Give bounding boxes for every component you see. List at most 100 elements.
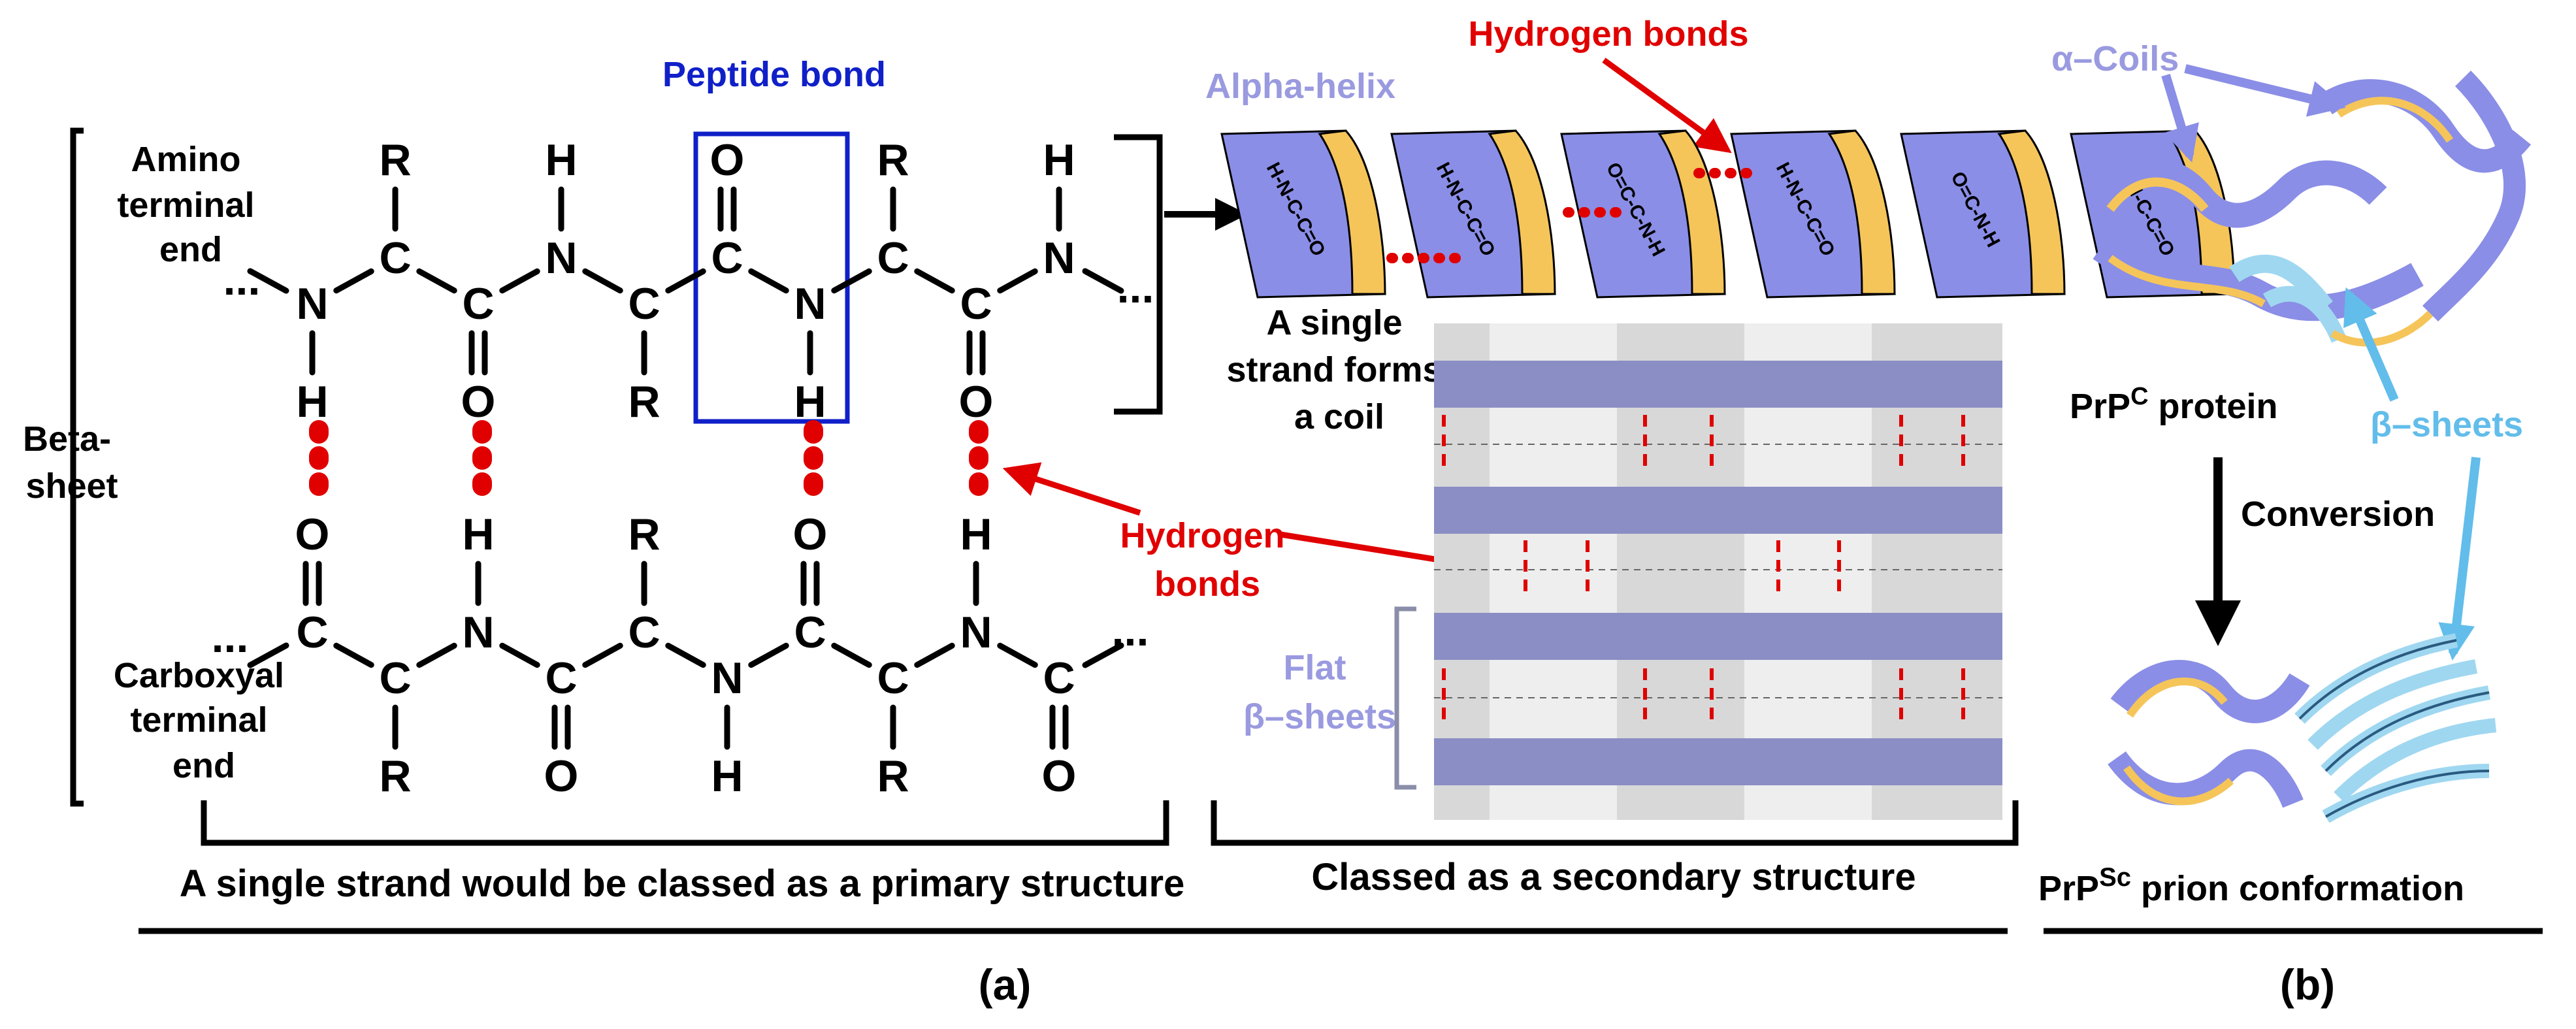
top-strand-substituent: R [379,135,411,185]
beta-strand-band [1434,487,2002,534]
bottom-strand-substituent: O [1042,751,1077,801]
beta-sheets-arrow-top [2343,287,2399,402]
bottom-strand-backbone-bond [416,642,457,668]
panel-a-label: (a) [979,960,1032,1009]
top-strand-atom: C [379,233,411,283]
right-bracket-top [1114,134,1163,415]
beta-strand-band [1434,361,2002,408]
helix-yellow-segment [1827,129,1896,295]
top-strand-atom: C [628,279,660,329]
bottom-strand-atom: C [379,653,411,703]
bottom-strand-stub [1082,642,1124,668]
bottom-strand-substituent: H [462,510,494,559]
bottom-strand-atom: N [711,653,743,703]
top-strand-atom: C [960,279,992,329]
bottom-strand-substituent: O [295,510,330,559]
carboxyl-end-label: Carboxyal terminal end [114,656,294,785]
top-strand-backbone-bond [582,268,623,294]
top-strand-backbone-bond [997,268,1038,294]
bottom-strand-backbone-bond [665,642,706,668]
ellipsis-bottom-right: ... [1112,606,1149,655]
flat-beta-bracket [1394,606,1416,790]
bottom-strand-substituent: H [960,510,992,559]
ellipsis-bottom-left: ... [212,612,249,662]
top-strand-backbone-bond [831,268,872,294]
bottom-strand-atom: C [877,653,909,703]
alpha-coils-arrow-1 [2161,73,2199,163]
hbond-arrow-helix [1602,57,1732,154]
ellipsis-top-right: ... [1117,263,1154,312]
top-strand-substituent: H [296,377,328,427]
top-strand-backbone-bond [499,268,540,294]
top-strand-atom: N [794,279,826,329]
bottom-strand-atom: C [545,653,577,703]
primary-bracket [201,800,1169,846]
top-strand-atom: C [711,233,743,283]
top-strand-atom: N [296,279,328,329]
bottom-strand-substituent: O [793,510,828,559]
bottom-strand-stub [247,642,289,668]
bottom-strand-substituent: R [877,751,909,801]
beta-sheet-label: Beta- sheet [23,419,121,506]
hydrogen-bonds-vertical [309,420,988,516]
top-strand-substituent: O [461,377,496,427]
prpc-label: PrPC protein [2070,383,2278,426]
bottom-strand-atom: C [296,608,328,657]
caption-secondary: Classed as a secondary structure [1311,856,1916,898]
beta-sheets-label: β–sheets [2370,405,2523,444]
top-strand-atom: N [545,233,577,283]
hbond-arrow-chem [1002,462,1141,516]
beta-sheets-arrow-bottom [2438,457,2481,661]
top-strand-atom: C [462,279,494,329]
top-strand-substituent: O [959,377,994,427]
bottom-strand-substituent: R [628,510,660,559]
bottom-strand-backbone-bond [333,642,374,668]
top-strand-stub [247,268,289,294]
bottom-strand-substituent: H [711,751,743,801]
bottom-strand-atom: N [960,608,992,657]
alpha-coils-arrow-2 [2184,64,2346,117]
prion-panel: α–Coils PrPC protein β–sheets Conversion [2038,39,2543,1009]
hydrogen-bonds-top-label: Hydrogen bonds [1469,14,1749,54]
bottom-strand-substituent: R [379,751,411,801]
helix-yellow-segment [1488,129,1556,295]
amino-end-label: Amino terminal end [117,140,264,269]
top-strand-substituent: H [1043,135,1075,185]
top-strand-backbone-bond [333,268,374,294]
left-bracket [70,127,84,807]
top-strand-atom: C [877,233,909,283]
top-strand-backbone-bond [665,268,706,294]
single-strand-coil-label: A single strand forms a coil [1226,303,1452,436]
alpha-coils-label: α–Coils [2051,39,2179,78]
bottom-strand-atom: C [794,608,826,657]
beta-strand-band [1434,613,2002,660]
bottom-strand-atom: C [1043,653,1075,703]
hydrogen-bonds-left-label: Hydrogen bonds [1120,516,1294,604]
top-strand-substituent: H [794,377,826,427]
top-strand-backbone-bond [748,268,789,294]
top-strand-substituent: O [710,135,745,185]
flat-beta-label: Flat β–sheets [1243,648,1396,736]
prpsc-protein-ribbon [2108,633,2497,823]
helix-yellow-segment [1997,129,2066,295]
helix-yellow-segment [1657,129,1726,295]
conversion-label: Conversion [2241,495,2435,534]
alpha-helix-label: Alpha-helix [1205,67,1395,106]
top-strand-backbone-bond [914,268,955,294]
bottom-strand-backbone-bond [997,642,1038,668]
prpsc-label: PrPSc prion conformation [2038,863,2464,908]
top-strand-substituent: H [545,135,577,185]
panel-b-label: (b) [2280,960,2335,1009]
flat-beta-sheets: Flat β–sheets Classed as a secondary str… [1211,323,2019,898]
top-strand-stub [1082,268,1124,294]
bottom-strand-backbone-bond [499,642,540,668]
bottom-strand-backbone-bond [748,642,789,668]
ellipsis-top-left: ... [223,255,261,304]
bottom-strand-substituent: O [544,751,579,801]
bottom-strand-backbone-bond [582,642,623,668]
